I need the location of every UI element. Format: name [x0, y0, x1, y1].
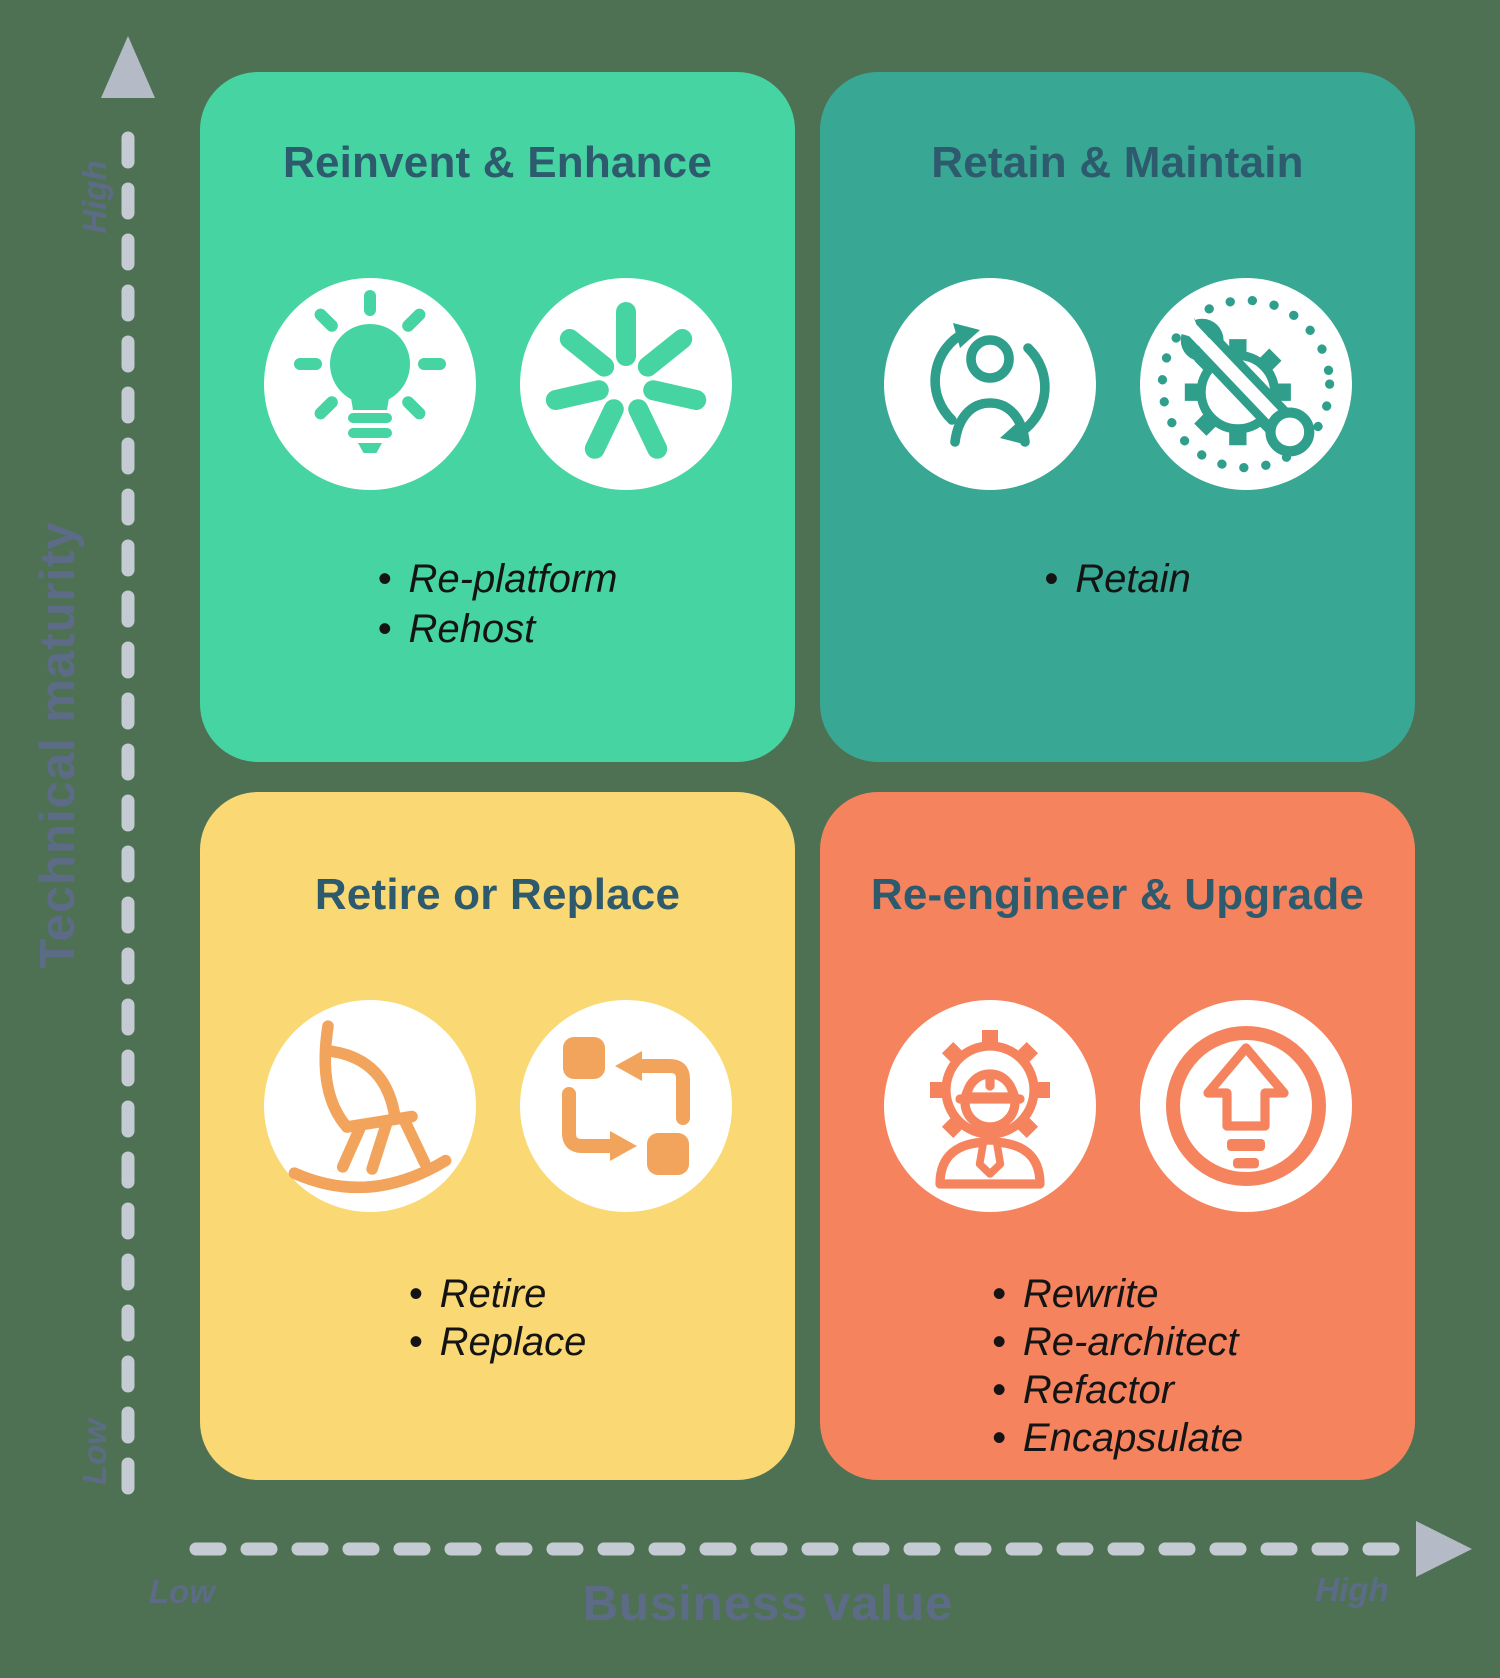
swap-arrows-icon	[561, 1037, 690, 1175]
icon-row	[883, 278, 1352, 490]
bullet-list: Retain	[1044, 554, 1191, 604]
icon-circle	[1139, 1000, 1352, 1212]
bullet-item: Refactor	[992, 1366, 1243, 1414]
quadrant-title: Retire or Replace	[314, 870, 681, 919]
spinner-icon	[545, 302, 706, 459]
quadrant-title: Reinvent & Enhance	[282, 138, 713, 187]
wrench-gear-icon	[1157, 295, 1334, 473]
y-axis-high-tick: High	[76, 160, 113, 234]
icon-row	[883, 1000, 1352, 1212]
bullet-list: Rewrite Re-architect Refactor Encapsulat…	[992, 1270, 1243, 1462]
icon-circle	[519, 278, 732, 490]
icon-row	[263, 1000, 732, 1212]
bullet-list: Re-platform Rehost	[378, 554, 618, 655]
y-axis-low-tick: Low	[76, 1419, 113, 1485]
quadrant-reengineer-upgrade: Re-engineer & Upgrade	[820, 792, 1415, 1480]
quadrant-retire-replace: Retire or Replace	[200, 792, 795, 1480]
bullet-item: Retire	[409, 1270, 587, 1318]
icon-circle	[883, 278, 1096, 490]
bullet-list: Retire Replace	[409, 1270, 587, 1366]
upgrade-arrow-icon	[1165, 1026, 1326, 1186]
icon-circle	[883, 1000, 1096, 1212]
bullet-item: Re-architect	[992, 1318, 1243, 1366]
icon-circle	[1139, 278, 1352, 490]
bullet-item: Encapsulate	[992, 1414, 1243, 1462]
x-axis-low-tick: Low	[149, 1573, 215, 1610]
person-refresh-icon	[929, 323, 1050, 447]
icon-circle	[263, 278, 476, 490]
rocking-chair-icon	[288, 1020, 451, 1194]
bullet-item: Retain	[1044, 554, 1191, 604]
icon-circle	[519, 1000, 732, 1212]
quadrant-retain-maintain: Retain & Maintain	[820, 72, 1415, 762]
y-axis-title: Technical maturity	[31, 521, 85, 969]
lightbulb-icon	[293, 290, 446, 453]
bullet-item: Rehost	[378, 604, 618, 654]
x-axis-title: Business value	[582, 1577, 954, 1631]
icon-row	[263, 278, 732, 490]
quadrant-title: Re-engineer & Upgrade	[870, 870, 1365, 919]
y-axis-arrowhead-icon	[101, 36, 155, 98]
bullet-item: Rewrite	[992, 1270, 1243, 1318]
bullet-item: Replace	[409, 1318, 587, 1366]
x-axis-arrowhead-icon	[1416, 1521, 1472, 1577]
engineer-gear-icon	[929, 1030, 1050, 1189]
icon-circle	[263, 1000, 476, 1212]
quadrant-title: Retain & Maintain	[931, 138, 1304, 187]
quadrant-reinvent-enhance: Reinvent & Enhance	[200, 72, 795, 762]
bullet-item: Re-platform	[378, 554, 618, 604]
x-axis-high-tick: High	[1315, 1571, 1389, 1608]
